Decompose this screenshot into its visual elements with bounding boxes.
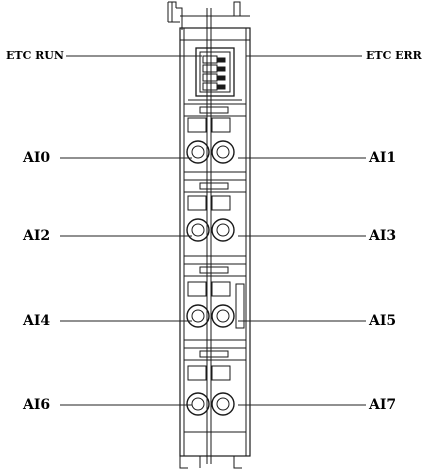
label-ai1: AI1 [369,150,397,166]
module-body [179,8,251,464]
label-etc-err: ETC ERR [366,49,422,62]
label-ai3: AI3 [369,228,397,244]
label-ai6: AI6 [23,397,51,413]
terminal-ai3 [211,218,235,242]
label-ai0: AI0 [23,150,51,166]
terminal-ai6 [186,392,210,416]
label-etc-run: ETC RUN [6,49,64,62]
label-ai5: AI5 [369,313,397,329]
terminal-group-2 [183,179,247,257]
terminal-group-1 [183,103,247,173]
terminal-group-4 [183,347,247,433]
terminal-ai2 [186,218,210,242]
bottom-latch [179,456,242,469]
terminal-ai7 [211,392,235,416]
terminal-ai5 [211,304,235,328]
terminal-ai0 [186,140,210,164]
led-window [188,47,242,101]
terminal-group-3 [183,263,247,341]
leader-lines [60,55,366,406]
label-ai7: AI7 [369,397,397,413]
terminal-ai4 [186,304,210,328]
terminal-ai1 [211,140,235,164]
label-ai4: AI4 [23,313,51,329]
label-ai2: AI2 [23,228,51,244]
